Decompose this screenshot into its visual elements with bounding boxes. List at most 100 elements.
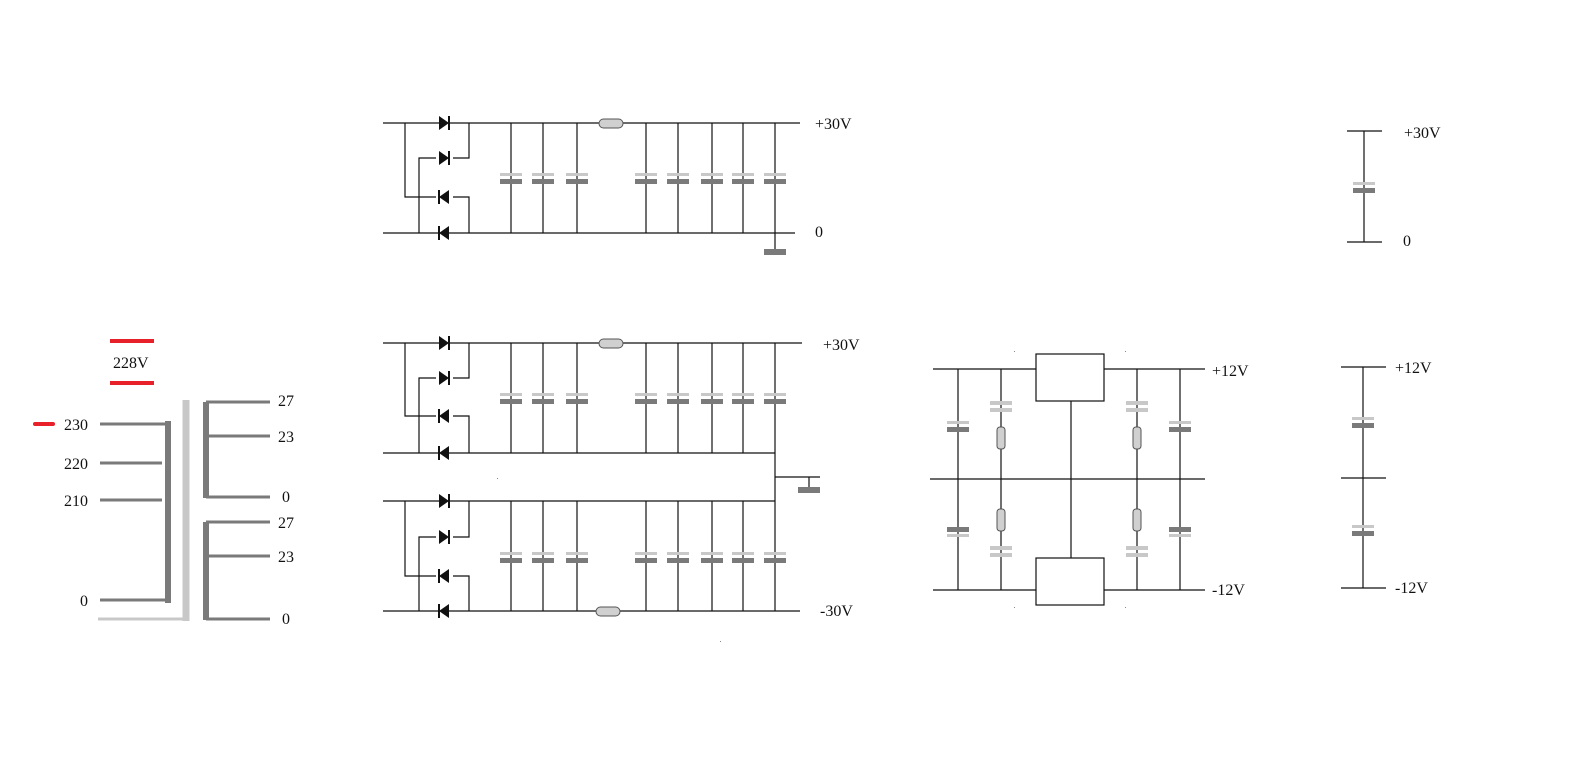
transformer: 228V 230 220 210 0 27 23 0 [33, 339, 294, 628]
stray-dot [1125, 351, 1126, 352]
capacitor-plate-bottom [701, 399, 723, 404]
capacitor-plate-bottom [990, 408, 1012, 412]
diode-icon [438, 569, 449, 583]
capacitor-plate-bottom [1169, 534, 1191, 537]
capacitor-plate-bottom [667, 558, 689, 563]
capacitor-plate-top [732, 393, 754, 396]
diode-icon [439, 494, 450, 508]
capacitor-plate-bottom [500, 399, 522, 404]
capacitor-plate-bottom [732, 399, 754, 404]
bridge-wire [453, 196, 470, 233]
capacitor-plate-top [635, 552, 657, 555]
capacitor-plate-bottom [566, 558, 588, 563]
bridge-wire [418, 377, 436, 453]
diode-body [439, 226, 449, 240]
diode-icon [438, 604, 449, 618]
secondary-upper-tap-23: 23 [278, 429, 294, 446]
capacitor-plate-bottom [947, 534, 969, 537]
stray-dot [1125, 607, 1126, 608]
capacitor-plate-bottom [635, 399, 657, 404]
capacitor-icon [635, 393, 657, 404]
capacitor-icon [1352, 525, 1374, 536]
capacitor-plate-bottom [701, 558, 723, 563]
far-right-lower-pos-label: +12V [1395, 360, 1432, 377]
bridge-wire [418, 536, 436, 611]
capacitor-icon [732, 393, 754, 404]
capacitor-plate-top [667, 173, 689, 176]
diode-body [439, 409, 449, 423]
capacitor-plate-top [500, 173, 522, 176]
far-right-upper-circuit [1347, 130, 1382, 243]
secondary-lower-tap-0: 0 [282, 611, 290, 628]
capacitor-icon [500, 552, 522, 563]
fuse-icon [598, 118, 624, 129]
resistor-icon [1132, 426, 1142, 450]
diode-body [439, 569, 449, 583]
meter-label: 228V [113, 355, 149, 372]
capacitor-icon [532, 552, 554, 563]
capacitor-icon [566, 393, 588, 404]
diode-icon [438, 446, 449, 460]
diode-body [439, 151, 449, 165]
capacitor-plate-top [764, 393, 786, 396]
diode-body [439, 604, 449, 618]
capacitor-icon [764, 393, 786, 404]
capacitor-plate-bottom [667, 179, 689, 184]
rectifier-dual-neg-label: -30V [820, 603, 853, 620]
capacitor-icon [1169, 421, 1191, 432]
capacitor-icon [1353, 182, 1375, 193]
capacitor-icon [635, 552, 657, 563]
diode-body [439, 494, 449, 508]
capacitor-plate-top [532, 173, 554, 176]
bridge-wire [453, 501, 470, 538]
capacitor-icon [667, 393, 689, 404]
stray-dot [1014, 351, 1015, 352]
rectifier-dual [383, 336, 820, 642]
bridge-wire [453, 575, 470, 611]
capacitor-plate-top [701, 552, 723, 555]
capacitor-icon [732, 552, 754, 563]
primary-tap-210: 210 [64, 493, 88, 510]
capacitor-icon [566, 173, 588, 184]
far-right-upper-pos-label: +30V [1404, 125, 1441, 142]
capacitor-icon [701, 173, 723, 184]
capacitor-plate-top [732, 552, 754, 555]
bridge-wire [453, 343, 470, 379]
diode-icon [438, 409, 449, 423]
secondary-upper-tap-27: 27 [278, 393, 294, 410]
capacitor-plate-top [566, 552, 588, 555]
capacitor-icon [667, 173, 689, 184]
bridge-wire [404, 501, 436, 577]
capacitor-plate-bottom [532, 399, 554, 404]
capacitor-icon [1169, 527, 1191, 537]
capacitor-icon [701, 552, 723, 563]
diode-icon [439, 151, 450, 165]
capacitor-plate-top [701, 393, 723, 396]
capacitor-plate-bottom [732, 558, 754, 563]
resistor-icon [996, 426, 1006, 450]
bridge-wire [418, 157, 436, 233]
stray-dot [1014, 607, 1015, 608]
capacitor-plate-bottom [990, 553, 1012, 557]
capacitor-icon [500, 173, 522, 184]
capacitor-icon [764, 173, 786, 184]
capacitor-plate-bottom [532, 558, 554, 563]
capacitor-plate-bottom [635, 179, 657, 184]
primary-tap-220: 220 [64, 456, 88, 473]
capacitor-plate-top [500, 552, 522, 555]
capacitor-plate-top [947, 527, 969, 532]
capacitor-plate-top [532, 552, 554, 555]
capacitor-plate-bottom [566, 179, 588, 184]
capacitor-plate-top [566, 393, 588, 396]
bridge-wire [453, 415, 470, 453]
capacitor-plate-top [532, 393, 554, 396]
diode-body [439, 371, 449, 385]
diode-body [439, 336, 449, 350]
diode-body [439, 116, 449, 130]
regulator-block-neg [1035, 557, 1105, 606]
capacitor-icon [990, 546, 1012, 557]
capacitor-plate-bottom [1126, 408, 1148, 412]
diode-body [439, 530, 449, 544]
capacitor-plate-top [667, 552, 689, 555]
